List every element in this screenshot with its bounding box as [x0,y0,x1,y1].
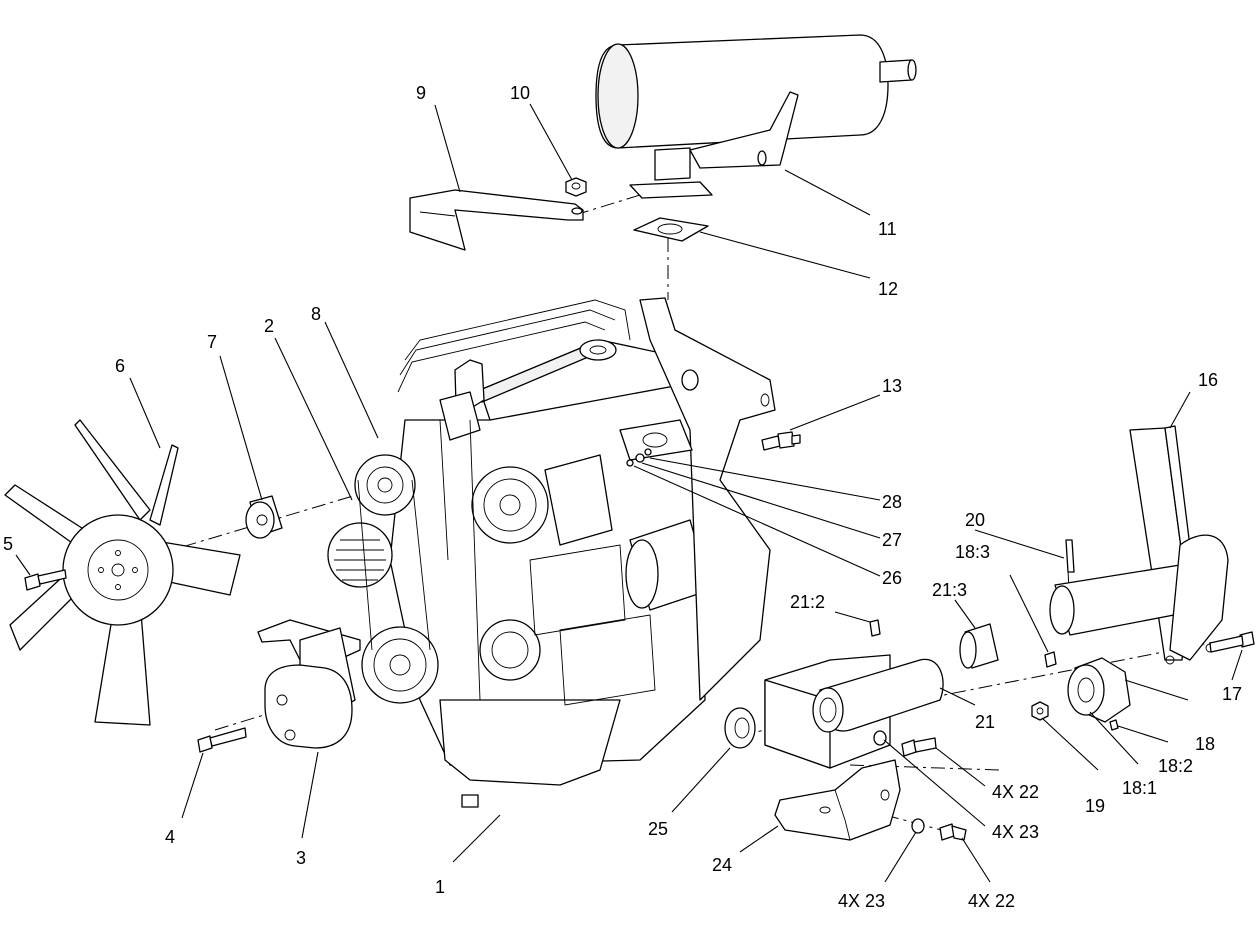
callout-4: 4 [165,827,175,847]
callout-13: 13 [882,376,902,396]
fan-spacer [245,495,283,539]
callout-22-upper: 4X 22 [992,782,1039,802]
callout-9: 9 [416,83,426,103]
mount-bolt-left [197,727,247,753]
callout-26: 26 [882,568,902,588]
callout-6: 6 [115,356,125,376]
hex-nut [565,177,587,197]
callout-28: 28 [882,492,902,512]
fan-bolt [24,569,67,591]
lock-nut [1031,701,1049,721]
callout-12: 12 [878,279,898,299]
callout-18: 18 [1195,734,1215,754]
callout-25: 25 [648,819,668,839]
bolt-lower [939,823,967,841]
pivot-arm [1049,425,1229,665]
callout-5: 5 [3,534,13,554]
callout-1: 1 [435,877,445,897]
set-screw [1109,719,1119,731]
callout-27: 27 [882,530,902,550]
callout-18-1: 18:1 [1122,778,1157,798]
thrust-washer [724,707,756,749]
callout-21-3: 21:3 [932,580,967,600]
roll-pin [1065,539,1075,573]
callout-2: 2 [264,316,274,336]
frame-bracket [774,759,901,841]
leader-lines [15,103,1243,883]
callout-23-lower: 4X 23 [838,891,885,911]
callout-20: 20 [965,510,985,530]
washer-upper [873,730,887,746]
engine-mount-left [257,619,361,749]
callout-19: 19 [1085,796,1105,816]
callout-21-2: 21:2 [790,592,825,612]
flange-bearing [1067,657,1131,723]
cooling-fan [4,419,241,726]
bushing [959,623,999,669]
callout-24: 24 [712,855,732,875]
carriage-bolt [1209,631,1255,653]
callout-23-upper: 4X 23 [992,822,1039,842]
engine-mount-right [764,654,944,769]
callout-labels: 1 2 3 4 5 6 7 8 9 10 11 12 13 16 17 18 1… [3,83,1242,911]
callout-8: 8 [311,304,321,324]
callout-11: 11 [878,219,897,239]
sender-switch [761,431,801,451]
callout-3: 3 [296,848,306,868]
grease-fitting-bearing [1044,651,1057,668]
muffler-bracket [409,189,584,251]
callout-21: 21 [975,712,995,732]
callout-22-lower: 4X 22 [968,891,1015,911]
callout-17: 17 [1222,684,1242,704]
muffler [595,34,917,199]
callout-18-2: 18:2 [1158,756,1193,776]
sensor-fittings [626,448,652,467]
washer-lower [911,818,925,834]
bolt-upper [901,737,937,757]
callout-16: 16 [1198,370,1218,390]
grease-fitting-upper [869,619,881,637]
callout-7: 7 [207,332,217,352]
callout-10: 10 [510,83,530,103]
callout-18-3: 18:3 [955,542,990,562]
exhaust-gasket [633,217,709,242]
engine-assembly [327,297,776,808]
